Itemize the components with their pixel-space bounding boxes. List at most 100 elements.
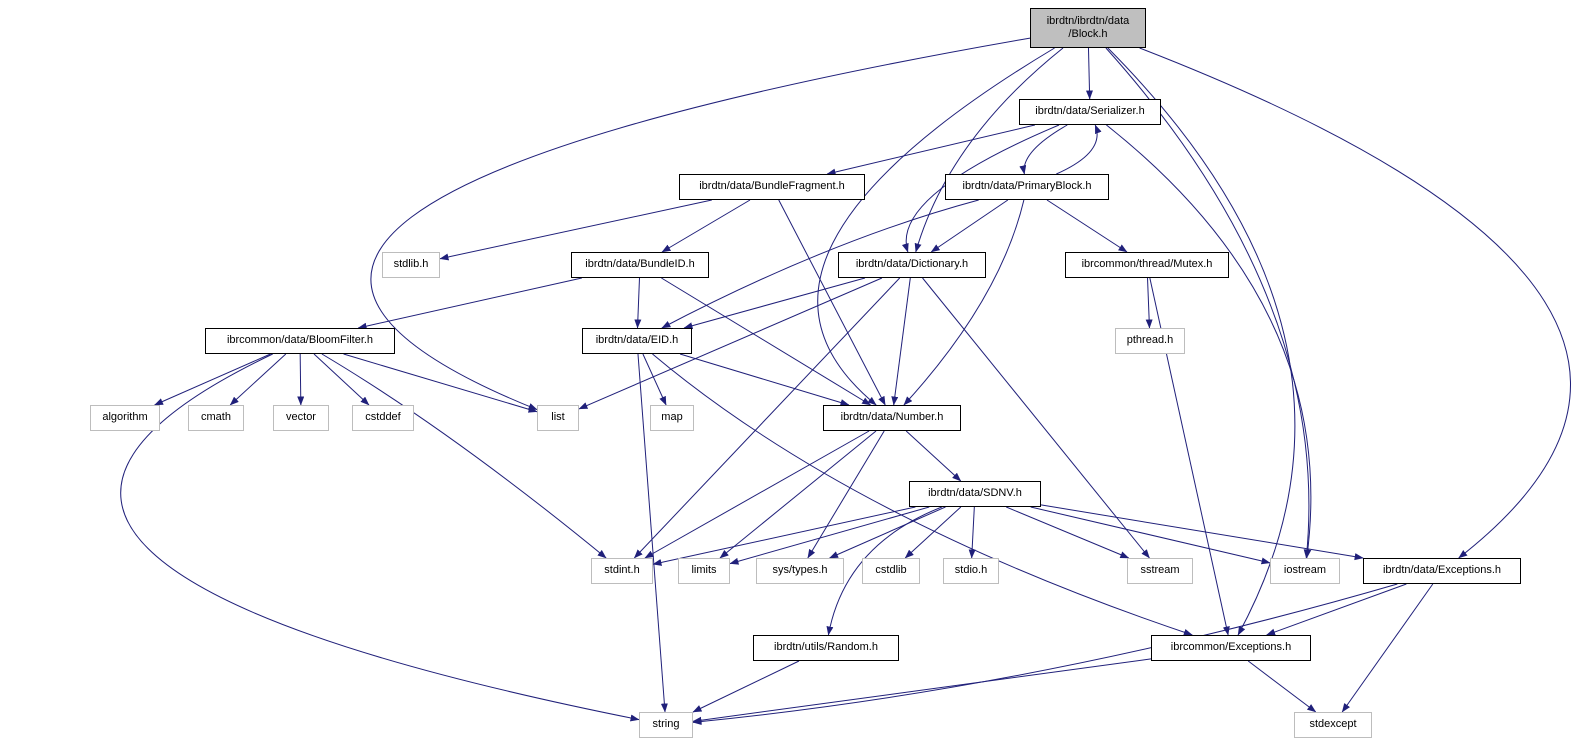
node-stdio: stdio.h [943,558,999,584]
node-label: ibrdtn/data/BundleFragment.h [699,180,845,193]
node-label: ibrdtn/data/PrimaryBlock.h [962,180,1092,193]
edge-dictionary-sstream [922,277,1150,559]
edge-sdnv-stdio [968,506,976,559]
edge-serializer-bundlefragment [826,124,1035,176]
node-label: cmath [201,411,231,424]
node-label: limits [691,564,717,577]
node-algorithm: algorithm [90,405,160,431]
edge-dictionary-stdint [633,277,901,559]
edge-bloomfilter-string [120,353,640,722]
node-label: stdexcept [1309,718,1357,731]
edge-exceptions_dtn-exceptions_common [1266,583,1407,636]
edge-eid-exceptions_common [652,353,1193,636]
node-mutex[interactable]: ibrcommon/thread/Mutex.h [1065,252,1229,278]
edge-bloomfilter-stdint [321,353,607,559]
node-eid[interactable]: ibrdtn/data/EID.h [582,328,692,354]
node-exceptions_dtn[interactable]: ibrdtn/data/Exceptions.h [1363,558,1521,584]
edge-bloomfilter-algorithm [154,353,271,406]
node-bundleid[interactable]: ibrdtn/data/BundleID.h [571,252,709,278]
node-stdint: stdint.h [591,558,653,584]
edge-serializer-dictionary [901,124,1060,253]
edge-block-iostream [1105,47,1311,559]
node-cmath: cmath [188,405,244,431]
node-label: ibrdtn/data/SDNV.h [928,487,1022,500]
edge-block-dictionary [914,47,1064,253]
node-label: ibrcommon/Exceptions.h [1170,641,1292,654]
edge-exceptions_common-stdexcept [1247,660,1317,713]
edge-bloomfilter-list [343,353,538,413]
node-number[interactable]: ibrdtn/data/Number.h [823,405,961,431]
node-sys_types: sys/types.h [756,558,844,584]
node-primaryblock[interactable]: ibrdtn/data/PrimaryBlock.h [945,174,1109,200]
edge-block-exceptions_common [1107,47,1296,636]
node-bloomfilter[interactable]: ibrcommon/data/BloomFilter.h [205,328,395,354]
node-label: ibrcommon/data/BloomFilter.h [226,334,374,347]
node-dictionary[interactable]: ibrdtn/data/Dictionary.h [838,252,986,278]
edge-exceptions_dtn-stdexcept [1341,583,1434,713]
node-sstream: sstream [1127,558,1193,584]
node-label: iostream [1283,564,1327,577]
edge-number-sys_types [807,430,885,559]
node-label: stdio.h [954,564,988,577]
node-label: ibrdtn/data/Exceptions.h [1382,564,1502,577]
node-pthread: pthread.h [1115,328,1185,354]
node-label: list [551,411,565,424]
node-random[interactable]: ibrdtn/utils/Random.h [753,635,899,661]
edge-sdnv-sys_types [829,506,946,559]
node-cstdlib: cstdlib [862,558,920,584]
node-string: string [639,712,693,738]
node-label: cstdlib [875,564,907,577]
node-label: ibrdtn/data/Number.h [840,411,944,424]
edge-random-string [692,660,800,713]
edge-bundlefragment-stdlib [439,199,712,261]
edge-primaryblock-number [903,199,1025,406]
node-label: ibrdtn/ibrdtn/data [1046,14,1130,27]
edge-sdnv-limits [729,506,930,565]
node-label-line2: /Block.h [1068,28,1108,40]
edge-number-stdint [644,430,870,559]
edge-eid-map [642,353,667,406]
edge-sdnv-exceptions_dtn [1040,504,1364,561]
node-label: vector [286,411,316,424]
node-bundlefragment[interactable]: ibrdtn/data/BundleFragment.h [679,174,865,200]
node-label: ibrdtn/data/BundleID.h [585,258,695,271]
node-exceptions_common[interactable]: ibrcommon/Exceptions.h [1151,635,1311,661]
edge-bundleid-number [661,277,872,406]
node-limits: limits [678,558,730,584]
node-label: ibrcommon/thread/Mutex.h [1081,258,1213,271]
edge-mutex-pthread [1145,277,1153,329]
edge-block-number [817,47,1055,406]
edge-bundlefragment-bundleid [661,199,751,253]
edge-bloomfilter-cstddef [313,353,370,406]
node-list: list [537,405,579,431]
node-iostream: iostream [1270,558,1340,584]
edge-sdnv-iostream [1030,506,1271,565]
edge-block-list [370,37,1031,411]
edge-primaryblock-dictionary [930,199,1009,253]
edge-number-sdnv [905,430,962,482]
node-cstddef: cstddef [352,405,414,431]
edge-bloomfilter-vector [297,353,305,406]
node-label: ibrdtn/data/Serializer.h [1035,105,1145,118]
node-label: cstddef [365,411,401,424]
node-map: map [650,405,694,431]
node-label: map [661,411,683,424]
node-sdnv[interactable]: ibrdtn/data/SDNV.h [909,481,1041,507]
node-label: ibrdtn/data/Dictionary.h [855,258,969,271]
node-serializer[interactable]: ibrdtn/data/Serializer.h [1019,99,1161,125]
edge-bundleid-bloomfilter [357,277,582,330]
node-label: algorithm [102,411,148,424]
edge-sdnv-cstdlib [904,506,962,559]
edge-serializer-primaryblock [1019,124,1068,175]
edge-bundleid-eid [634,277,642,329]
edge-eid-number [679,353,850,406]
edge-block-exceptions_dtn [1139,47,1571,559]
edge-bloomfilter-cmath [229,353,287,406]
edge-primaryblock-serializer [1056,124,1102,175]
edge-block-serializer [1085,47,1093,100]
node-label: stdint.h [604,564,640,577]
edge-primaryblock-eid [661,199,979,329]
edge-sdnv-sstream [1006,506,1130,559]
node-label: stdlib.h [393,258,429,271]
